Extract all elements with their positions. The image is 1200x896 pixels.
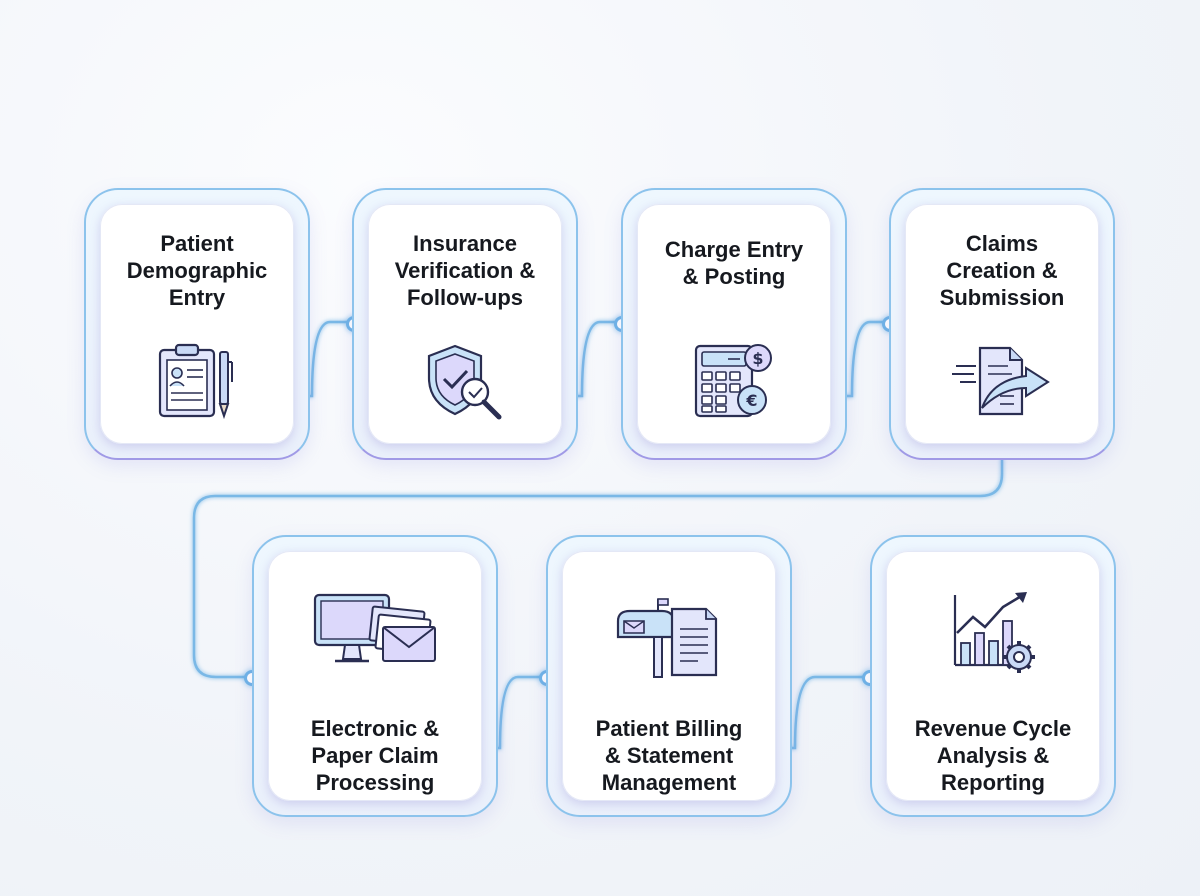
mailbox-statement-icon bbox=[616, 598, 718, 678]
step-title-line: Submission bbox=[939, 285, 1065, 310]
step-title-line: & Statement bbox=[604, 743, 734, 768]
step-title: Insurance Verification & Follow-ups bbox=[374, 230, 556, 311]
step-title-line: Electronic & bbox=[310, 716, 440, 741]
step-title-line: & Posting bbox=[682, 264, 786, 289]
step-card-patient-billing-statement-management: Patient Billing & Statement Management bbox=[546, 535, 792, 817]
step-title: Patient Billing & Statement Management bbox=[568, 715, 770, 796]
clipboard-pen-icon bbox=[158, 343, 233, 420]
step-title-line: Patient Billing bbox=[595, 716, 743, 741]
step-title-line: Follow-ups bbox=[406, 285, 524, 310]
step-title-line: Claims bbox=[965, 231, 1039, 256]
step-title-line: Insurance bbox=[413, 231, 517, 256]
svg-text:$: $ bbox=[752, 349, 763, 368]
step-title-line: Revenue Cycle bbox=[914, 716, 1072, 741]
step-title: Patient Demographic Entry bbox=[106, 230, 288, 311]
step-title-line: Paper Claim bbox=[311, 743, 439, 768]
step-card-charge-entry-posting: Charge Entry & Posting $ € bbox=[621, 188, 847, 460]
step-title-line: Reporting bbox=[941, 770, 1045, 795]
step-card-claims-creation-submission: Claims Creation & Submission bbox=[889, 188, 1115, 460]
step-title: Revenue Cycle Analysis & Reporting bbox=[892, 715, 1094, 796]
step-title: Electronic & Paper Claim Processing bbox=[274, 715, 476, 796]
document-send-arrow-icon bbox=[952, 346, 1050, 416]
step-card-patient-demographic-entry: Patient Demographic Entry bbox=[84, 188, 310, 460]
step-title-line: Creation & bbox=[946, 258, 1058, 283]
calculator-coins-icon: $ € bbox=[694, 344, 772, 418]
step-card-electronic-paper-claim-processing: Electronic & Paper Claim Processing bbox=[252, 535, 498, 817]
step-card-revenue-cycle-analysis-reporting: Revenue Cycle Analysis & Reporting bbox=[870, 535, 1116, 817]
shield-check-magnifier-icon bbox=[427, 344, 502, 420]
computer-mail-icon bbox=[313, 593, 436, 663]
step-title-line: Analysis & bbox=[936, 743, 1050, 768]
step-title-line: Processing bbox=[315, 770, 435, 795]
step-card-insurance-verification: Insurance Verification & Follow-ups bbox=[352, 188, 578, 460]
step-title: Charge Entry & Posting bbox=[643, 236, 825, 290]
step-title-line: Charge Entry bbox=[664, 237, 804, 262]
step-title-line: Patient bbox=[160, 231, 234, 256]
step-title-line: Entry bbox=[168, 285, 226, 310]
chart-gear-icon bbox=[953, 592, 1035, 673]
step-title-line: Verification & bbox=[394, 258, 536, 283]
step-title: Claims Creation & Submission bbox=[911, 230, 1093, 311]
svg-text:€: € bbox=[745, 391, 757, 410]
step-title-line: Management bbox=[601, 770, 737, 795]
step-title-line: Demographic bbox=[126, 258, 268, 283]
